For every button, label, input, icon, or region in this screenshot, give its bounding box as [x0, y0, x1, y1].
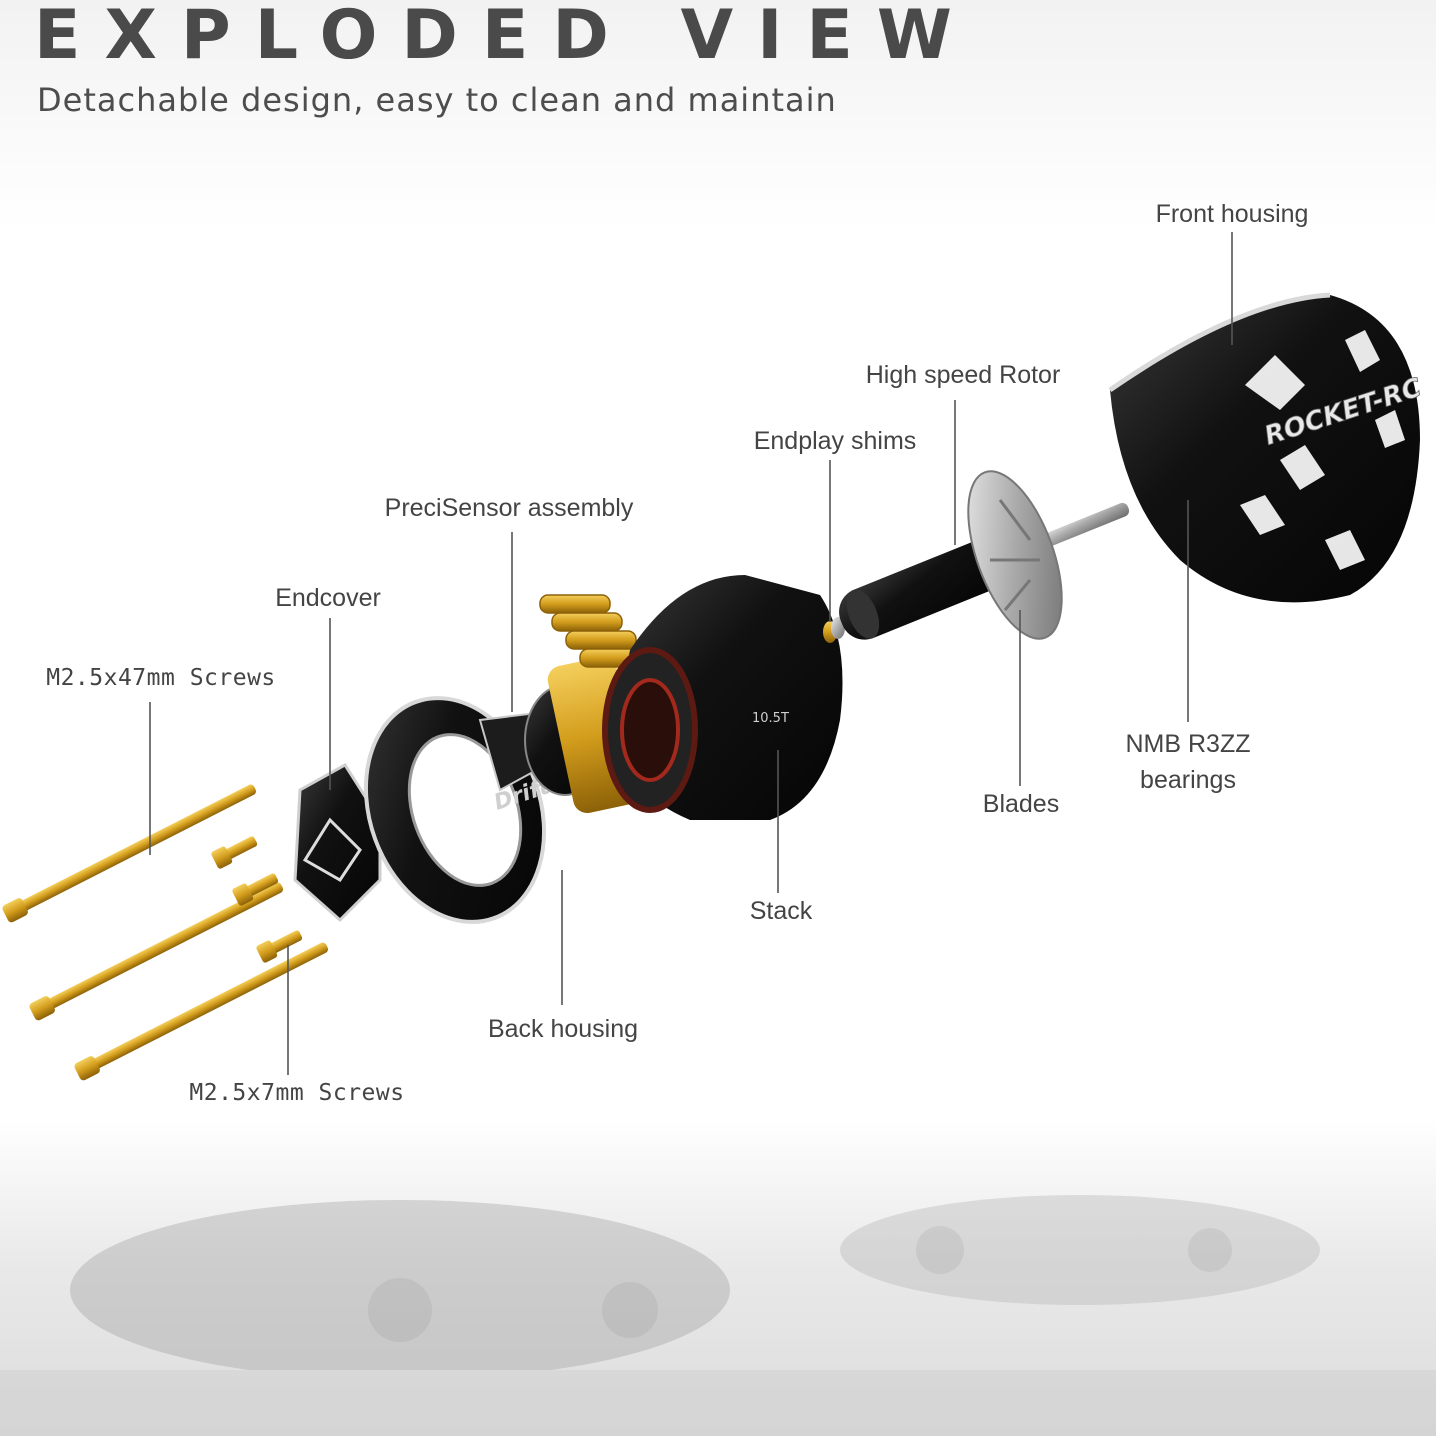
- short-screws: [211, 836, 303, 963]
- stack-turns-label: 10.5T: [752, 711, 789, 726]
- callout-blades: Blades: [982, 790, 1060, 818]
- endcover: [293, 763, 382, 923]
- background-cars-image: [0, 1195, 1436, 1436]
- callout-precisensor-assembly: PreciSensor assembly: [384, 494, 634, 522]
- callout-back-housing: Back housing: [487, 1015, 639, 1043]
- page-title: EXPLODED VIEW: [34, 0, 976, 75]
- leader-lines: [149, 232, 1233, 1075]
- callout-front-housing: Front housing: [1155, 200, 1309, 228]
- callout-endplay-shims: Endplay shims: [753, 427, 917, 455]
- callout-nmb-bearings-line2: bearings: [1140, 766, 1236, 794]
- back-housing: Drift: [363, 696, 557, 924]
- front-housing: ROCKET-RC: [1108, 292, 1426, 603]
- callout-high-speed-rotor: High speed Rotor: [865, 361, 1061, 389]
- callout-endcover: Endcover: [275, 584, 381, 612]
- blades: [967, 470, 1063, 640]
- stack: 10.5T: [602, 575, 843, 820]
- callout-stack: Stack: [749, 897, 813, 925]
- callout-m25x7-screws: M2.5x7mm Screws: [189, 1080, 405, 1106]
- callout-nmb-bearings-line1: NMB R3ZZ: [1125, 730, 1251, 758]
- callout-m25x47-screws: M2.5x47mm Screws: [46, 665, 276, 691]
- page-subtitle: Detachable design, easy to clean and mai…: [37, 81, 837, 119]
- long-screws: [2, 784, 329, 1081]
